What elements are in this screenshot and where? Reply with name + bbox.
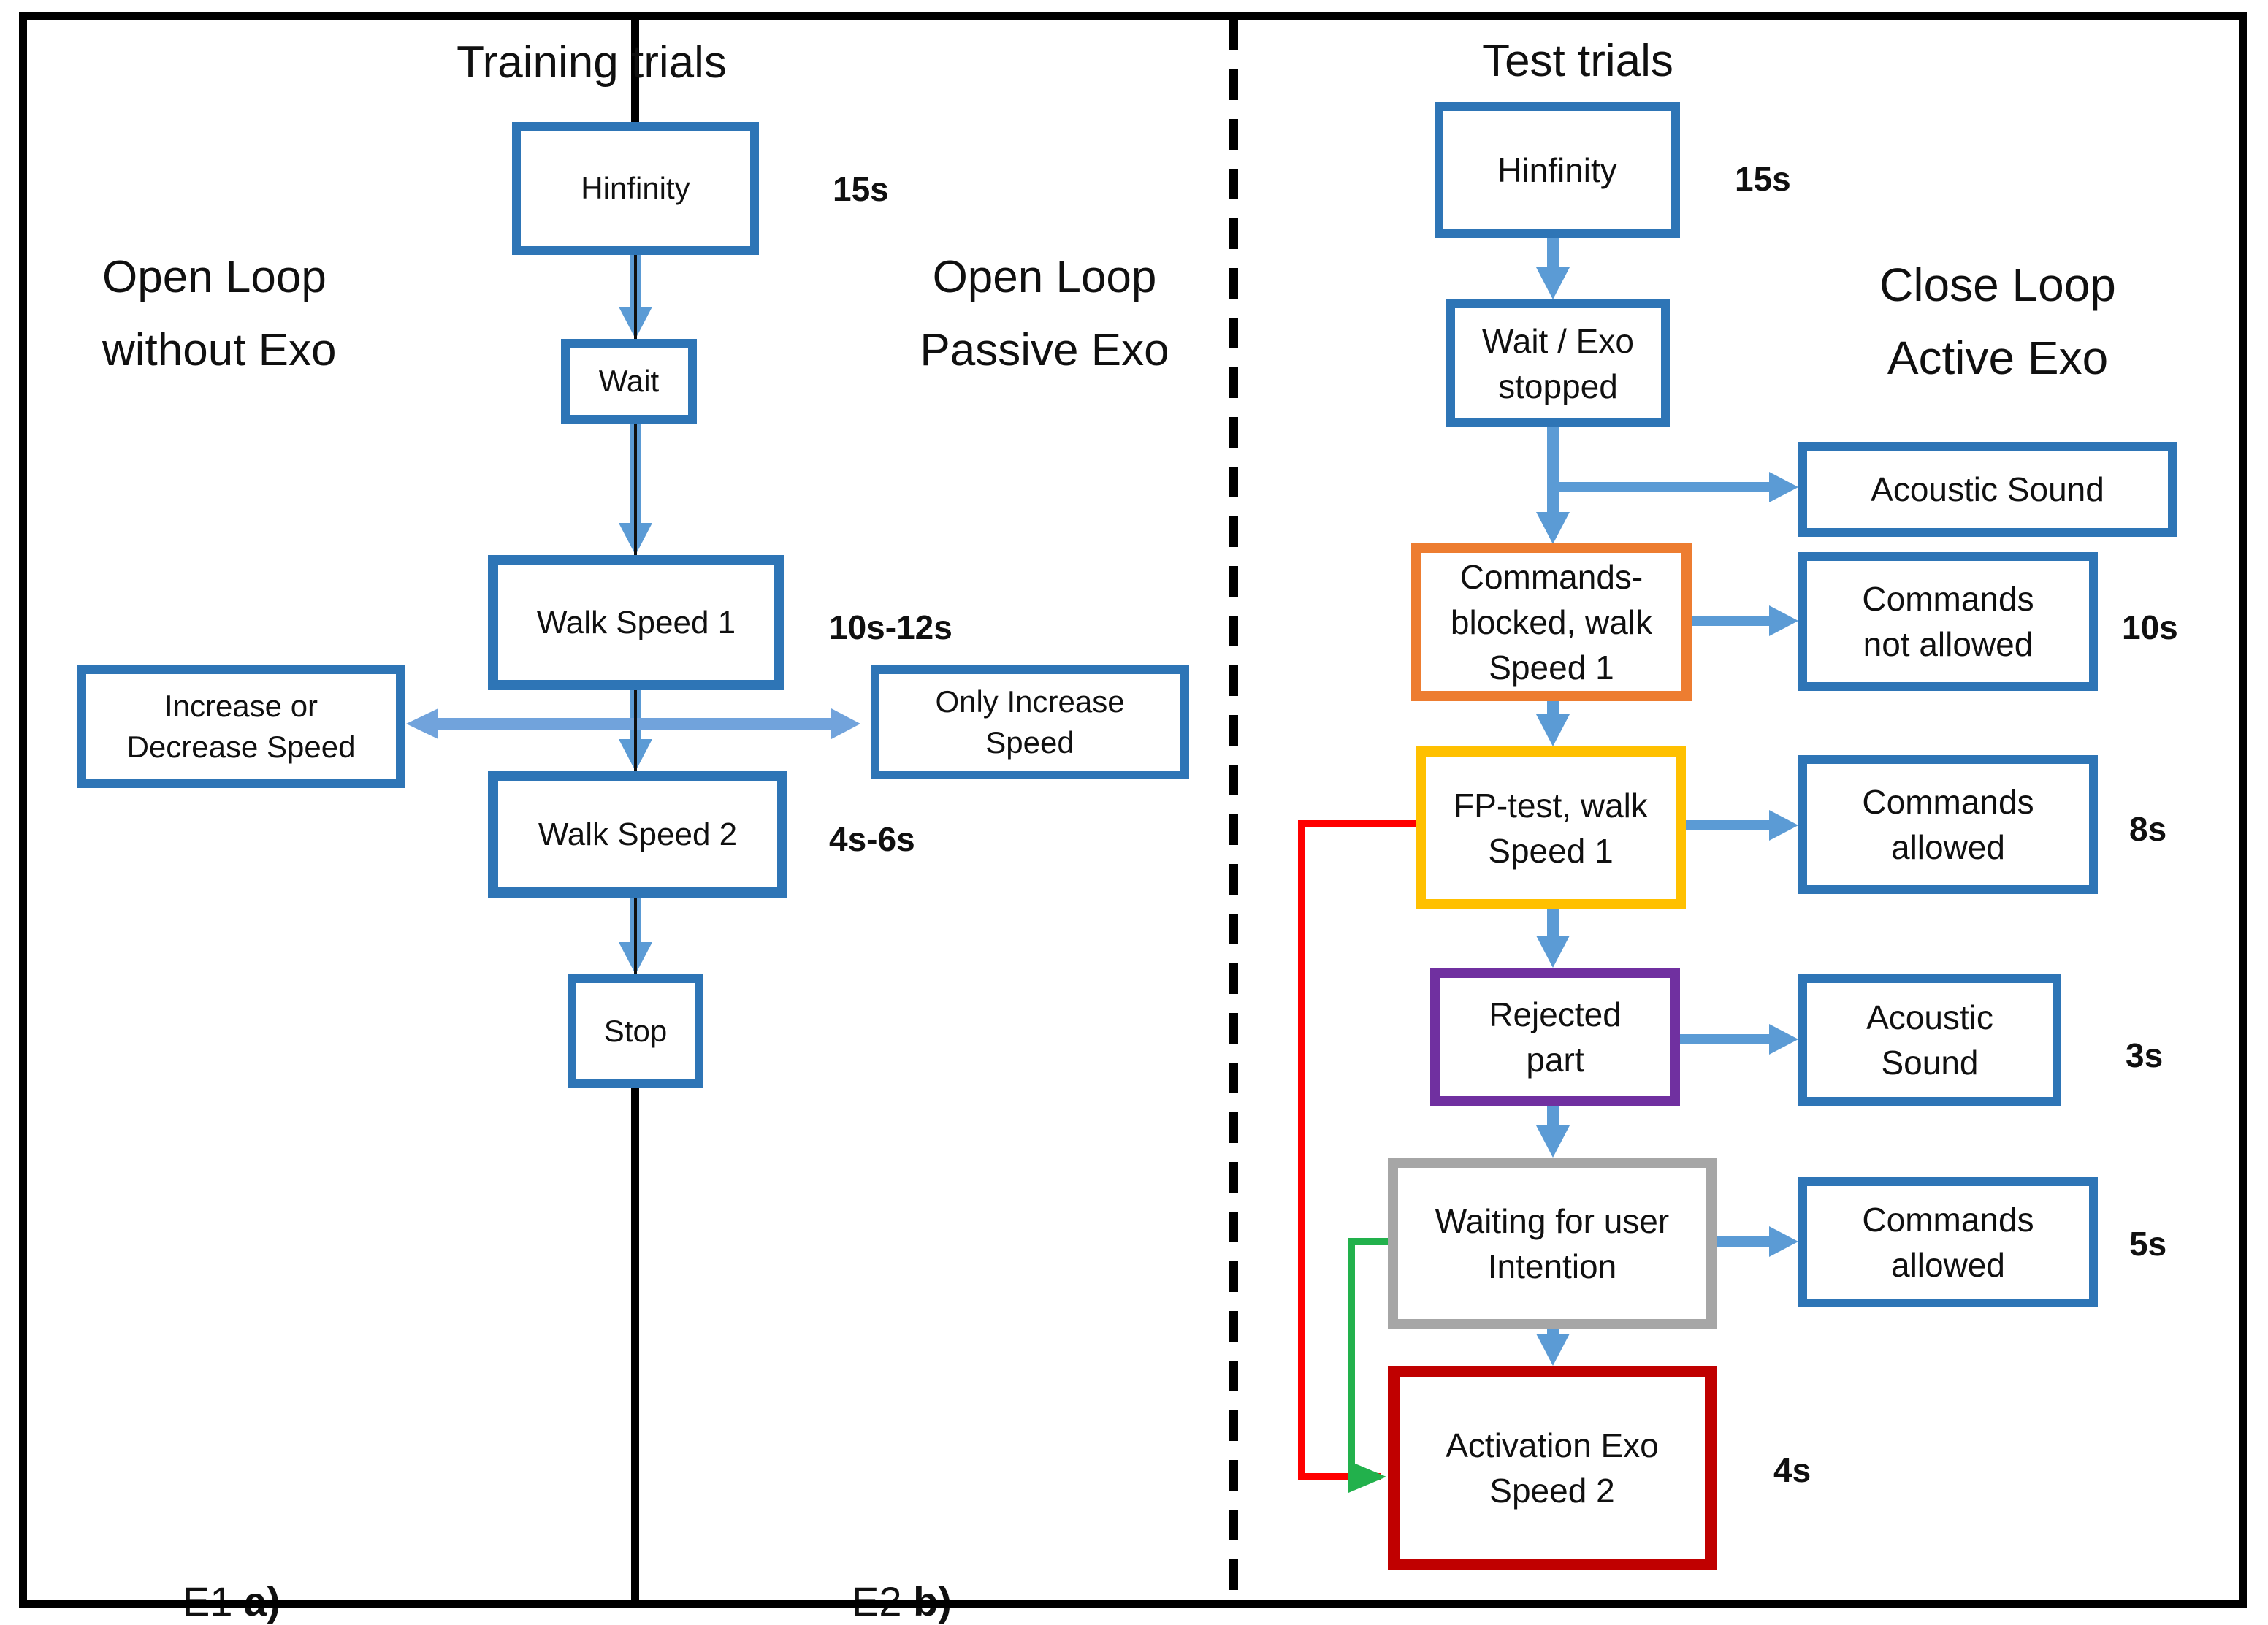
time-walk-speed-1: 10s-12s xyxy=(829,608,952,646)
node-rejected-part: Rejected part xyxy=(1430,968,1680,1106)
node-activation-exo-speed-2: Activation Exo Speed 2 xyxy=(1388,1366,1717,1570)
node-label: Hinfinity xyxy=(1497,151,1617,189)
node-fp-test: FP-test, walk Speed 1 xyxy=(1416,746,1686,909)
open-loop-without-exo-label: Open Loop without Exo xyxy=(102,252,337,375)
arrow-rejected-waiting xyxy=(1547,1106,1559,1128)
arrow-fptest-rejected xyxy=(1547,909,1559,938)
divider-dashed xyxy=(1229,20,1238,1603)
open-loop-passive-exo-label: Open Loop Passive Exo xyxy=(920,252,1169,375)
training-title: Training trials xyxy=(457,37,727,88)
node-only-increase-speed: Only Increase Speed xyxy=(871,665,1189,779)
arrowhead-commandsallowed1 xyxy=(1769,810,1798,841)
time-activation: 4s xyxy=(1773,1451,1811,1489)
node-label: Increase or Decrease Speed xyxy=(126,689,356,764)
divider-thin-3 xyxy=(634,690,637,771)
arrow-commandsblocked-fptest xyxy=(1547,701,1559,717)
green-loop-arrowhead xyxy=(1348,1461,1386,1493)
node-label: Rejected part xyxy=(1489,995,1622,1079)
arrow-commandsblocked-commandsnotallowed xyxy=(1691,616,1771,626)
time-hinfinity-training: 15s xyxy=(833,170,889,208)
time-fp-test: 8s xyxy=(2129,810,2167,848)
arrow-tee-acoustic1-shaft xyxy=(1553,482,1769,492)
node-acoustic-sound-1: Acoustic Sound xyxy=(1798,442,2177,537)
node-label: Wait / Exo stopped xyxy=(1482,321,1634,405)
arrowhead-acoustic1 xyxy=(1769,472,1798,502)
arrow-hinfinity-waitexo xyxy=(1547,238,1559,270)
arrowhead-branch-left xyxy=(406,708,438,739)
divider-thin-2 xyxy=(634,424,637,555)
arrowhead-waiting-activation xyxy=(1536,1334,1570,1366)
node-label: Waiting for user Intention xyxy=(1435,1201,1670,1285)
arrowhead-hinfinity-waitexo xyxy=(1536,267,1570,299)
node-label: Wait xyxy=(598,364,660,398)
node-label: Walk Speed 2 xyxy=(538,816,738,852)
node-increase-decrease-speed: Increase or Decrease Speed xyxy=(77,665,405,788)
node-wait-exo-stopped: Wait / Exo stopped xyxy=(1446,299,1670,427)
arrowhead-commandsnotallowed xyxy=(1769,605,1798,636)
divider-solid-top xyxy=(631,20,639,124)
time-hinfinity-test: 15s xyxy=(1735,160,1791,198)
node-commands-allowed-1: Commands allowed xyxy=(1798,755,2098,894)
green-loop-vertical xyxy=(1348,1238,1355,1480)
node-stop: Stop xyxy=(568,974,703,1088)
arrow-fptest-commandsallowed1 xyxy=(1686,820,1772,830)
time-walk-speed-2: 4s-6s xyxy=(829,820,915,858)
node-label: Activation Exo Speed 2 xyxy=(1446,1426,1659,1510)
divider-thin-4 xyxy=(634,898,637,974)
red-loop-vertical xyxy=(1298,820,1305,1480)
arrowhead-waitexo-commandsblocked xyxy=(1536,512,1570,544)
green-loop-top xyxy=(1348,1238,1388,1245)
red-loop-top xyxy=(1302,820,1416,827)
node-wait: Wait xyxy=(561,339,697,424)
node-hinfinity-test: Hinfinity xyxy=(1435,102,1680,238)
time-rejected: 3s xyxy=(2126,1036,2164,1074)
arrowhead-commandsblocked-fptest xyxy=(1536,714,1570,746)
node-label: Commands allowed xyxy=(1862,1201,2034,1284)
arrow-rejected-acoustic2 xyxy=(1680,1034,1772,1044)
divider-solid-bottom xyxy=(631,1088,639,1603)
node-waiting-for-user-intention: Waiting for user Intention xyxy=(1388,1158,1717,1329)
node-acoustic-sound-2: Acoustic Sound xyxy=(1798,974,2061,1106)
node-label: Stop xyxy=(603,1014,668,1048)
node-label: Hinfinity xyxy=(581,171,690,205)
arrowhead-branch-right xyxy=(831,708,860,739)
node-commands-blocked: Commands- blocked, walk Speed 1 xyxy=(1411,543,1692,701)
arrowhead-fptest-rejected xyxy=(1536,936,1570,968)
node-walk-speed-2: Walk Speed 2 xyxy=(488,771,787,898)
arrowhead-acoustic2 xyxy=(1769,1024,1798,1055)
node-walk-speed-1: Walk Speed 1 xyxy=(488,555,784,690)
node-label: Only Increase Speed xyxy=(935,684,1125,760)
node-label: Walk Speed 1 xyxy=(536,604,736,641)
time-waiting: 5s xyxy=(2129,1225,2167,1263)
node-commands-allowed-2: Commands allowed xyxy=(1798,1177,2098,1307)
node-hinfinity-training: Hinfinity xyxy=(512,122,759,255)
time-commands-blocked: 10s xyxy=(2122,608,2178,646)
arrow-waiting-activation xyxy=(1547,1329,1559,1337)
arrowhead-commandsallowed2 xyxy=(1769,1226,1798,1257)
close-loop-active-exo-label: Close Loop Active Exo xyxy=(1879,259,2116,384)
node-commands-not-allowed: Commands not allowed xyxy=(1798,552,2098,691)
test-title: Test trials xyxy=(1482,36,1673,86)
node-label: Commands not allowed xyxy=(1862,580,2034,663)
arrowhead-rejected-waiting xyxy=(1536,1125,1570,1158)
node-label: Acoustic Sound xyxy=(1866,998,1993,1082)
divider-thin-1 xyxy=(634,255,637,339)
node-label: Acoustic Sound xyxy=(1871,470,2104,508)
node-label: Commands- blocked, walk Speed 1 xyxy=(1450,557,1653,687)
arrow-waiting-commandsallowed2 xyxy=(1717,1236,1772,1247)
red-loop-bottom xyxy=(1298,1473,1381,1480)
node-label: Commands allowed xyxy=(1862,783,2034,866)
node-label: FP-test, walk Speed 1 xyxy=(1454,786,1648,870)
outer-border xyxy=(19,12,2247,1608)
